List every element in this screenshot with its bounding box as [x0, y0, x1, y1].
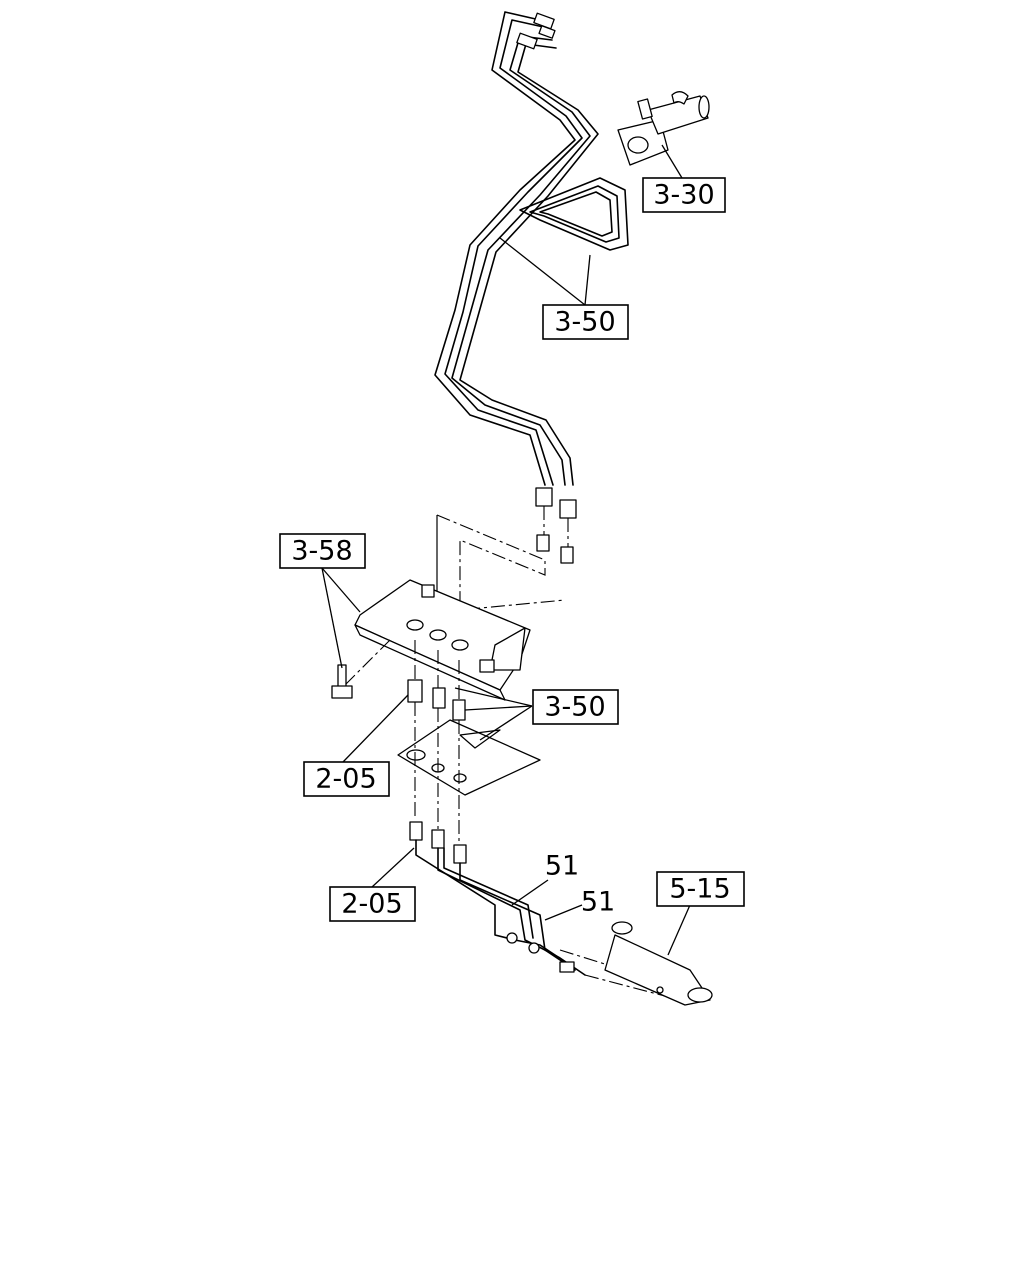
spacers	[407, 640, 466, 721]
callout-3-30: 3-30	[642, 177, 726, 213]
fitting-3-30	[617, 91, 710, 166]
lower-bracket	[397, 702, 541, 845]
callout-3-50-top: 3-50	[542, 304, 629, 340]
callout-label: 3-50	[544, 692, 605, 723]
callout-label: 3-30	[653, 180, 714, 211]
pipe-5-15	[604, 921, 713, 1006]
callout-label: 3-50	[554, 307, 615, 338]
callout-3-50-mid: 3-50	[532, 689, 619, 725]
upper-pipe-bundle	[434, 11, 629, 486]
callout-5-15: 5-15	[656, 871, 745, 907]
callout-label: 3-58	[291, 536, 352, 567]
callout-label: 2-05	[341, 889, 402, 920]
callout-2-05-mid: 2-05	[303, 761, 390, 797]
callout-3-58: 3-58	[279, 533, 366, 569]
callout-2-05-low: 2-05	[329, 886, 416, 922]
callout-label: 5-15	[669, 874, 730, 905]
callout-51-b: 51	[581, 887, 615, 918]
callout-51-a: 51	[545, 851, 579, 882]
leader-lines	[321, 144, 691, 956]
callout-label: 2-05	[315, 764, 376, 795]
upper-pipe-ends	[535, 487, 577, 564]
upper-bracket	[344, 579, 531, 701]
